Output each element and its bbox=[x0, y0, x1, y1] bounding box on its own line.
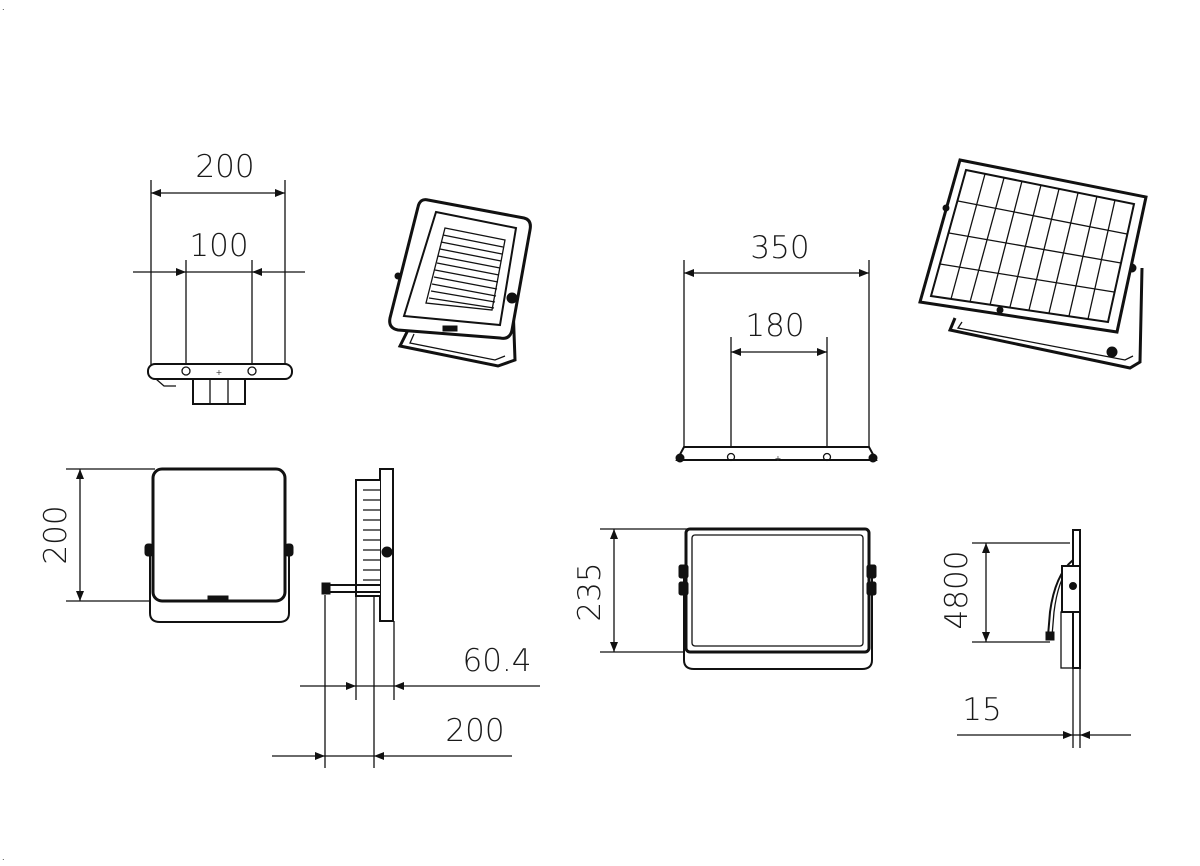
dim-solar-height: 235 bbox=[572, 562, 608, 621]
dim-solar-width: 350 bbox=[750, 230, 809, 266]
dim-small-front-hole-spacing: 100 bbox=[189, 228, 248, 264]
svg-text:+: + bbox=[775, 454, 782, 463]
dim-small-front-width: 200 bbox=[195, 149, 254, 185]
solar-panel-top-view: + bbox=[675, 260, 878, 463]
dim-solar-cable-length: 4800 bbox=[939, 551, 975, 630]
floodlight-front-view bbox=[66, 467, 294, 623]
corner-mark-top: . bbox=[2, 3, 5, 12]
corner-mark-bottom: . bbox=[2, 853, 5, 862]
solar-panel-isometric-view bbox=[918, 158, 1148, 370]
dim-small-side-depth-total: 200 bbox=[445, 713, 504, 749]
floodlight-isometric-view bbox=[388, 198, 532, 368]
solar-panel-side-view bbox=[957, 529, 1131, 748]
dim-solar-thickness: 15 bbox=[962, 692, 1001, 728]
dim-small-side-depth-bracket: 60.4 bbox=[462, 643, 531, 679]
floodlight-side-view bbox=[272, 468, 540, 768]
dim-solar-hole-spacing: 180 bbox=[745, 308, 804, 344]
dim-small-front-height: 200 bbox=[38, 505, 74, 564]
floodlight-top-view: + bbox=[133, 180, 305, 405]
svg-text:+: + bbox=[216, 368, 223, 377]
solar-panel-front-view bbox=[600, 527, 877, 670]
